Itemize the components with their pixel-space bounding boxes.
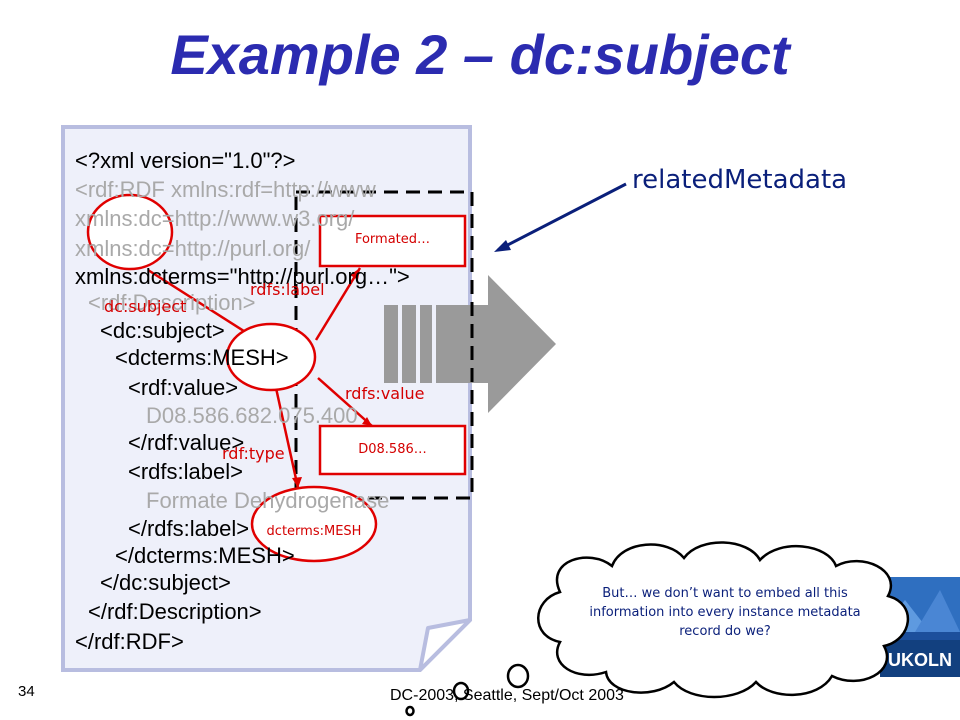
code-line-12: <rdfs:label>: [128, 459, 243, 484]
code-line-16: </dc:subject>: [100, 570, 231, 595]
code-line-8: <dcterms:MESH>: [115, 345, 289, 370]
dc-subject-edge-label: dc:subject: [104, 297, 187, 316]
value-box-label: D08.586…: [358, 442, 427, 457]
code-line-14: </rdfs:label>: [128, 516, 250, 541]
formated-box: [318, 214, 467, 268]
code-line-6: <rdf:Description>: [88, 290, 256, 315]
page-fold: [418, 618, 472, 672]
code-line-3: xmlns:dc=http://www.w3.org/: [75, 206, 355, 231]
grey-arrow: [384, 275, 556, 413]
mesh-class-node: [250, 485, 378, 563]
code-line-11: </rdf:value>: [128, 430, 245, 455]
dashed-selection-box: [294, 190, 474, 500]
code-line-7: <dc:subject>: [100, 318, 225, 343]
code-line-1: <?xml version="1.0"?>: [75, 148, 296, 173]
value-box: [318, 424, 467, 476]
subject-node: [86, 193, 174, 271]
thought-cloud-text: But… we don’t want to embed all this inf…: [589, 586, 861, 639]
code-line-13: Formate Dehydrogenase: [146, 488, 390, 513]
slide-footer: DC-2003, Seattle, Sept/Oct 2003: [390, 687, 624, 704]
mesh-class-node-label: dcterms:MESH: [266, 524, 362, 539]
formated-box-label: Formated…: [354, 232, 431, 247]
code-line-17: </rdf:Description>: [88, 599, 262, 624]
code-line-10: D08.586.682.075.400: [146, 403, 358, 428]
mesh-instance-node: [225, 322, 317, 392]
related-metadata-label: relatedMetadata: [632, 165, 848, 195]
thought-cloud: [537, 541, 909, 699]
code-line-9: <rdf:value>: [128, 375, 239, 400]
code-line-15: </dcterms:MESH>: [115, 543, 295, 568]
slide-title: Example 2 – dc:subject: [170, 23, 790, 86]
ukoln-logo-text: UKOLN: [888, 650, 952, 670]
rdf-type-edge-label: rdf:type: [222, 444, 285, 463]
code-line-18: </rdf:RDF>: [75, 629, 184, 654]
code-line-5: xmlns:dcterms="http://purl.org…">: [75, 264, 410, 289]
rdfs-value-edge-label: rdfs:value: [345, 384, 425, 403]
rdfs-label-edge-label: rdfs:label: [250, 280, 325, 299]
code-line-4: xmlns:dc=http://purl.org/: [75, 236, 311, 261]
slide-number: 34: [18, 683, 35, 700]
code-line-2: <rdf:RDF xmlns:rdf=http://www: [75, 177, 376, 202]
